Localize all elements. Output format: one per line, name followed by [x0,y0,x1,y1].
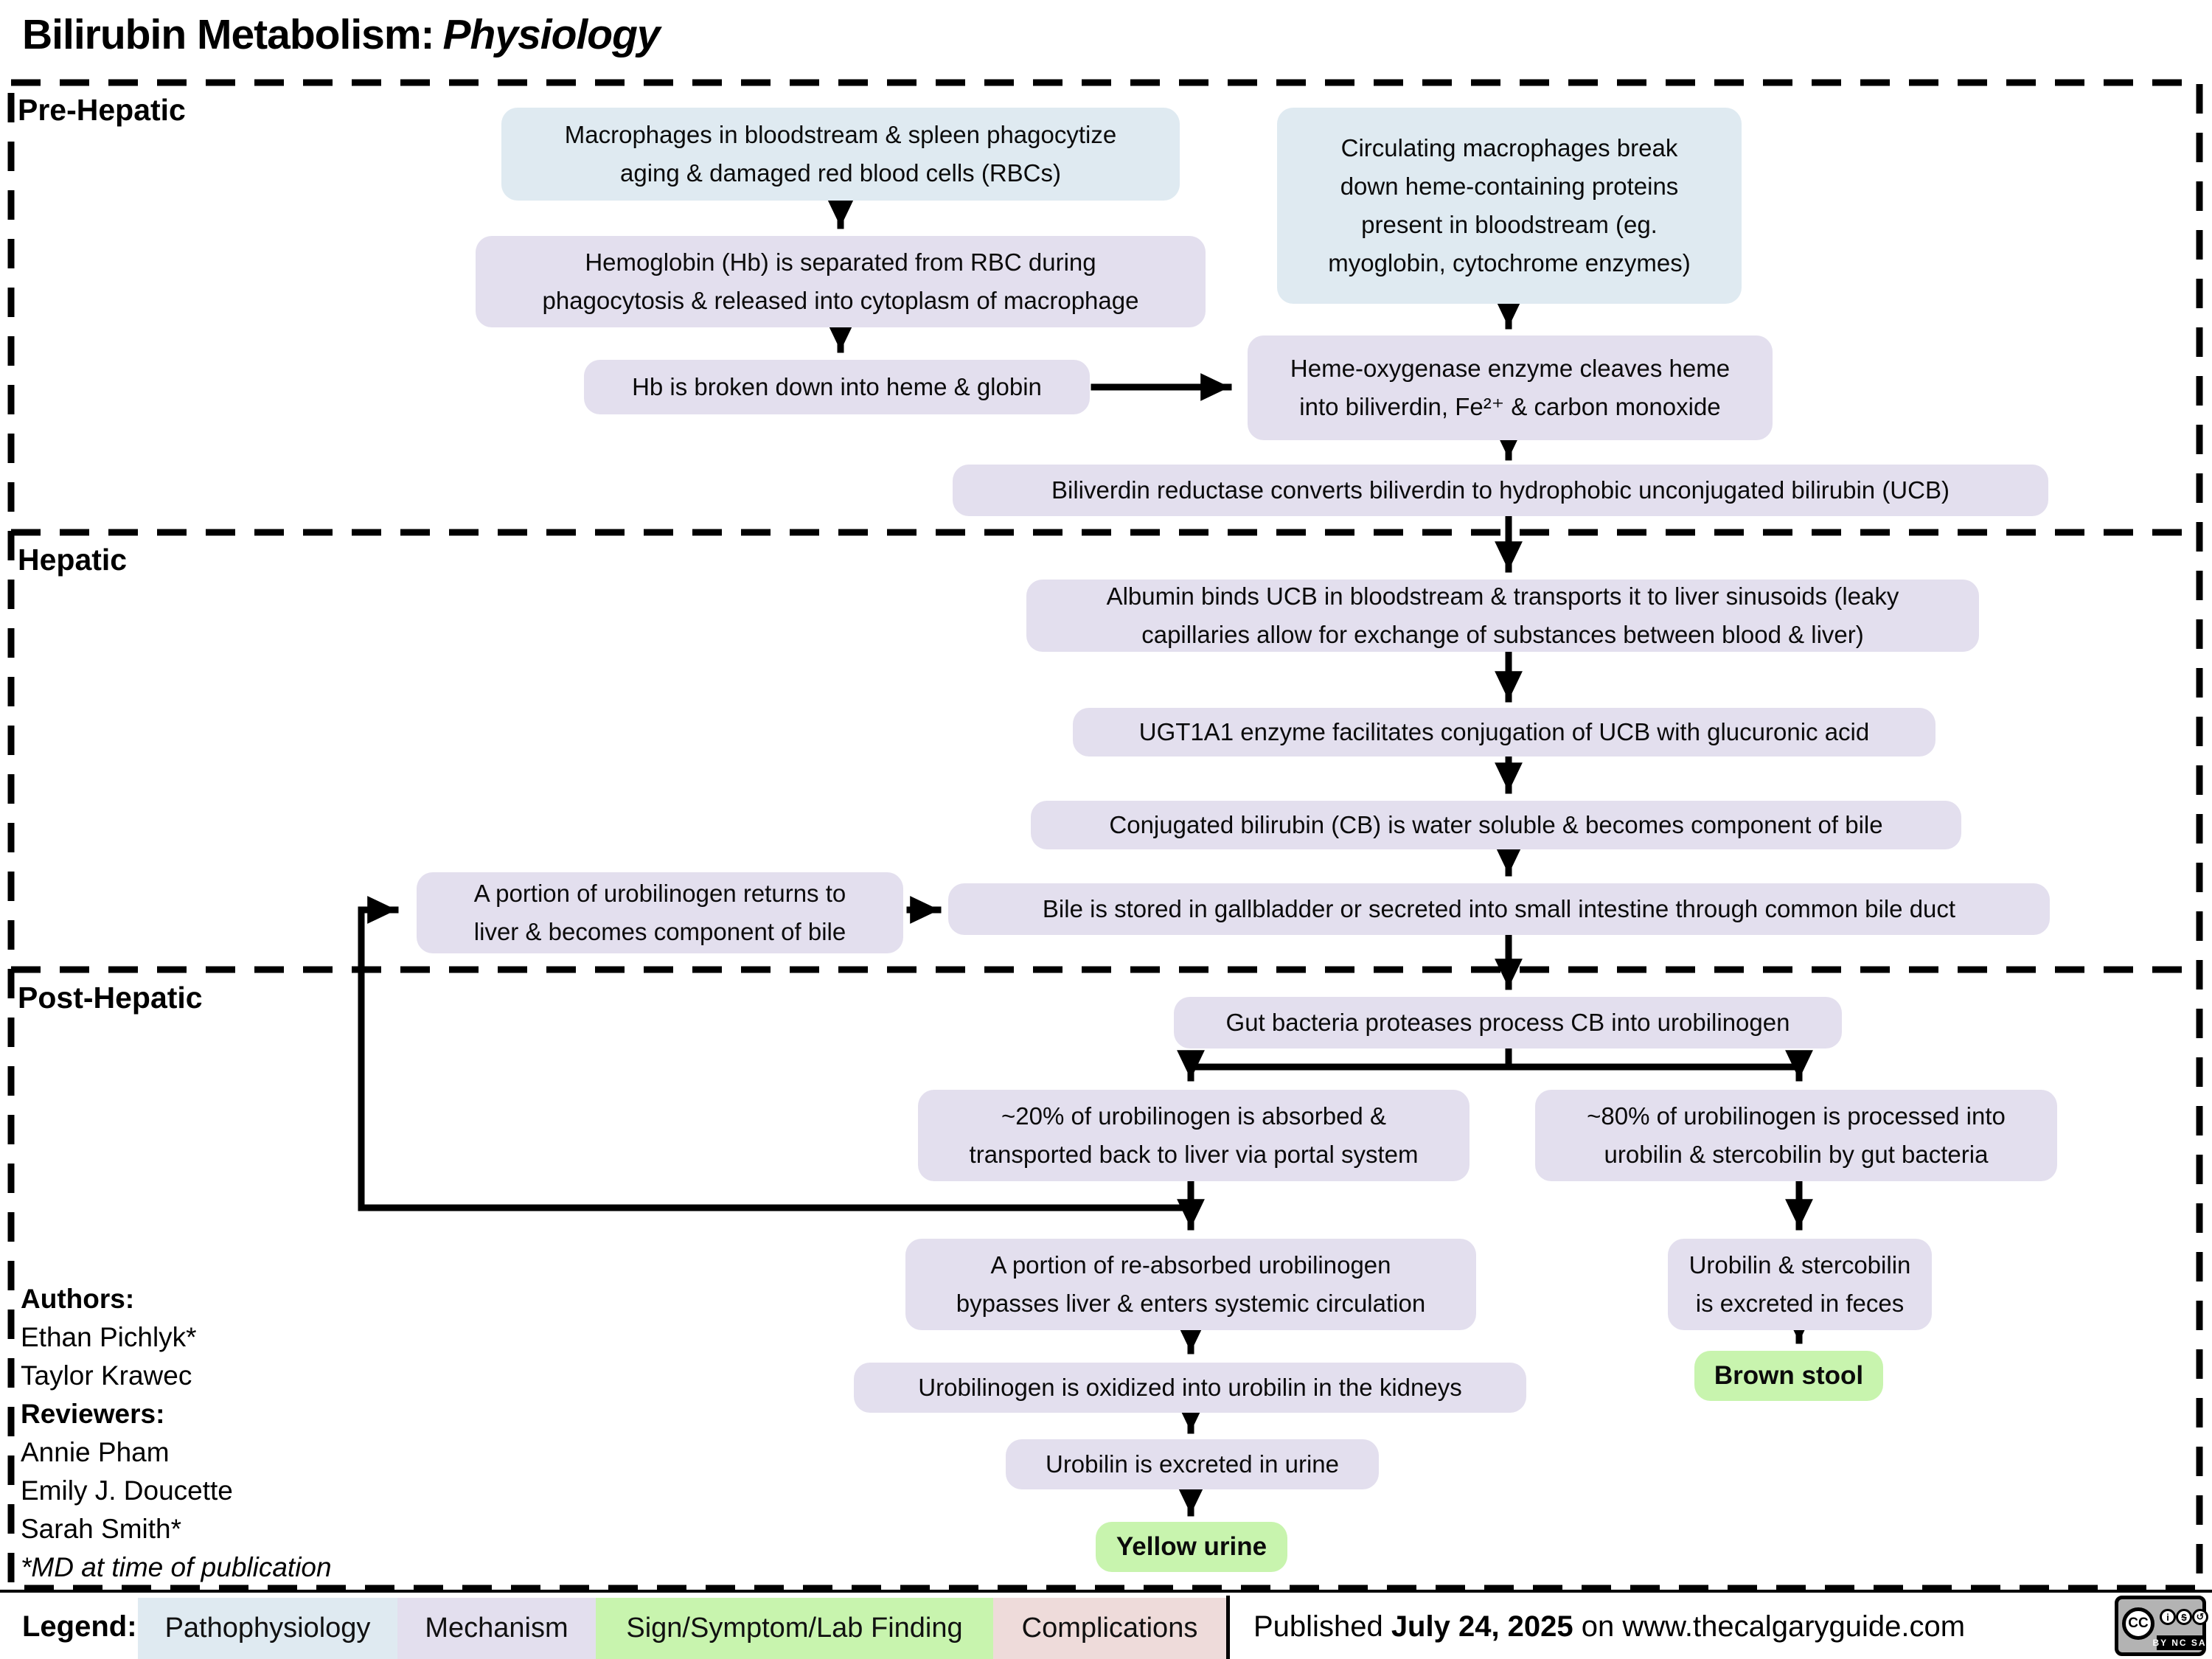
legend-item-complications: Complications [993,1598,1226,1659]
outer-dashed-border [7,79,2203,1592]
node-twenty-percent: ~20% of urobilinogen is absorbed & trans… [918,1090,1470,1181]
legend-item-sign-symptom: Sign/Symptom/Lab Finding [596,1598,993,1659]
node-urobilin-excreted: Urobilin is excreted in urine [1006,1439,1379,1489]
node-heme-oxygenase: Heme-oxygenase enzyme cleaves heme into … [1248,335,1773,440]
node-yellow-urine: Yellow urine [1096,1522,1287,1572]
node-macrophages-rbc: Macrophages in bloodstream & spleen phag… [501,108,1180,201]
node-bile-stored: Bile is stored in gallbladder or secrete… [948,883,2050,935]
reviewers-heading: Reviewers: [21,1399,165,1429]
reviewer-name: Annie Pham [21,1437,170,1467]
published-word: Published [1253,1610,1383,1643]
page-title-main: Bilirubin Metabolism: [22,11,435,58]
cc-license-badge: CC i $ ↺ BY NC SA [2115,1596,2208,1656]
node-urobilinogen-oxidized: Urobilinogen is oxidized into urobilin i… [854,1363,1526,1413]
legend-item-label: Pathophysiology [164,1613,371,1644]
legend-item-mechanism: Mechanism [397,1598,596,1659]
cc-by-icon: i [2160,1609,2176,1625]
node-urobilin-stercobilin-feces: Urobilin & stercobilin is excreted in fe… [1668,1239,1932,1330]
cc-by-nc-sa-caption: BY NC SA [2152,1635,2205,1650]
legend-item-pathophysiology: Pathophysiology [138,1598,397,1659]
md-footnote: *MD at time of publication [21,1552,332,1582]
cc-nc-icon: $ [2176,1609,2192,1625]
section-label-post-hepatic: Post-Hepatic [18,981,203,1015]
section-borders [7,79,2203,1592]
legend-item-label: Complications [1021,1613,1198,1644]
legend-item-label: Mechanism [425,1613,568,1644]
section-label-hepatic: Hepatic [18,543,128,577]
node-circulating-macrophages: Circulating macrophages break down heme-… [1277,108,1742,304]
node-biliverdin-reductase: Biliverdin reductase converts biliverdin… [953,465,2048,516]
cc-sa-icon: ↺ [2192,1609,2208,1625]
node-eighty-percent: ~80% of urobilinogen is processed into u… [1535,1090,2057,1181]
node-ugt1a1: UGT1A1 enzyme facilitates conjugation of… [1073,708,1935,757]
page-title: Bilirubin Metabolism:Physiology [22,10,661,59]
legend-separator [1226,1596,1230,1659]
node-conjugated-bilirubin: Conjugated bilirubin (CB) is water solub… [1031,801,1961,849]
published-date: July 24, 2025 [1391,1610,1573,1643]
node-hb-broken-down: Hb is broken down into heme & globin [584,360,1090,414]
node-albumin-binds: Albumin binds UCB in bloodstream & trans… [1026,580,1979,652]
reviewer-name: Emily J. Doucette [21,1475,233,1506]
credits-block: Authors: Ethan Pichlyk* Taylor Krawec Re… [21,1280,332,1587]
cc-icon: CC [2122,1607,2154,1640]
page-title-emphasis: Physiology [442,11,661,58]
legend-item-label: Sign/Symptom/Lab Finding [626,1613,963,1644]
node-gut-bacteria: Gut bacteria proteases process CB into u… [1174,997,1842,1048]
author-name: Ethan Pichlyk* [21,1322,197,1352]
node-urobilinogen-returns: A portion of urobilinogen returns to liv… [417,872,903,953]
legend-label: Legend: [22,1610,137,1643]
author-name: Taylor Krawec [21,1360,192,1391]
node-reabsorbed-bypasses: A portion of re-absorbed urobilinogen by… [905,1239,1476,1330]
reviewer-name: Sarah Smith* [21,1514,181,1544]
section-label-pre-hepatic: Pre-Hepatic [18,93,186,127]
node-brown-stool: Brown stool [1694,1351,1883,1401]
published-site: on www.thecalgaryguide.com [1573,1610,1966,1643]
publication-note: Published July 24, 2025 on www.thecalgar… [1253,1610,1965,1644]
arrow-portal-feedback-loop [358,896,1194,1211]
node-hemoglobin-separated: Hemoglobin (Hb) is separated from RBC du… [476,236,1206,327]
authors-heading: Authors: [21,1284,135,1314]
